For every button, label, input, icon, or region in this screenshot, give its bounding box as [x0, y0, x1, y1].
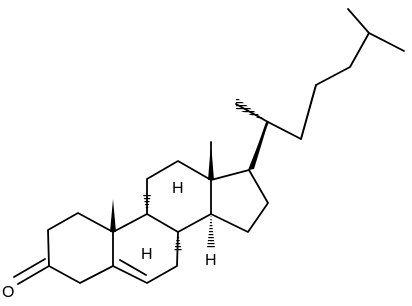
wedge-c10-methyl — [110, 199, 116, 232]
carbonyl-bond-1 — [17, 265, 50, 285]
hash-c20-methyl — [236, 97, 268, 122]
wedge-c13-methyl — [208, 143, 214, 180]
ring-d — [210, 169, 269, 233]
h9-label: H — [141, 246, 153, 263]
h14-label: H — [205, 252, 217, 269]
wedge-c17 — [249, 122, 268, 170]
ring-a — [47, 212, 114, 284]
double-bond-c5-c6 — [119, 259, 147, 276]
atom-labels: O H H H — [0, 180, 217, 301]
side-chain — [267, 32, 405, 140]
oxygen-label: O — [2, 284, 14, 301]
hash-h9 — [143, 194, 151, 214]
stereo-bonds — [110, 97, 268, 252]
bond-c4-c5 — [79, 265, 114, 284]
bond-c25-methyl — [347, 8, 370, 34]
bond-c22-c24 — [300, 84, 317, 140]
hash-h8 — [174, 232, 182, 252]
carbonyl-bond-2 — [13, 258, 46, 278]
ring-c — [146, 160, 212, 233]
hash-h14 — [207, 214, 215, 248]
h8-label: H — [172, 180, 184, 197]
